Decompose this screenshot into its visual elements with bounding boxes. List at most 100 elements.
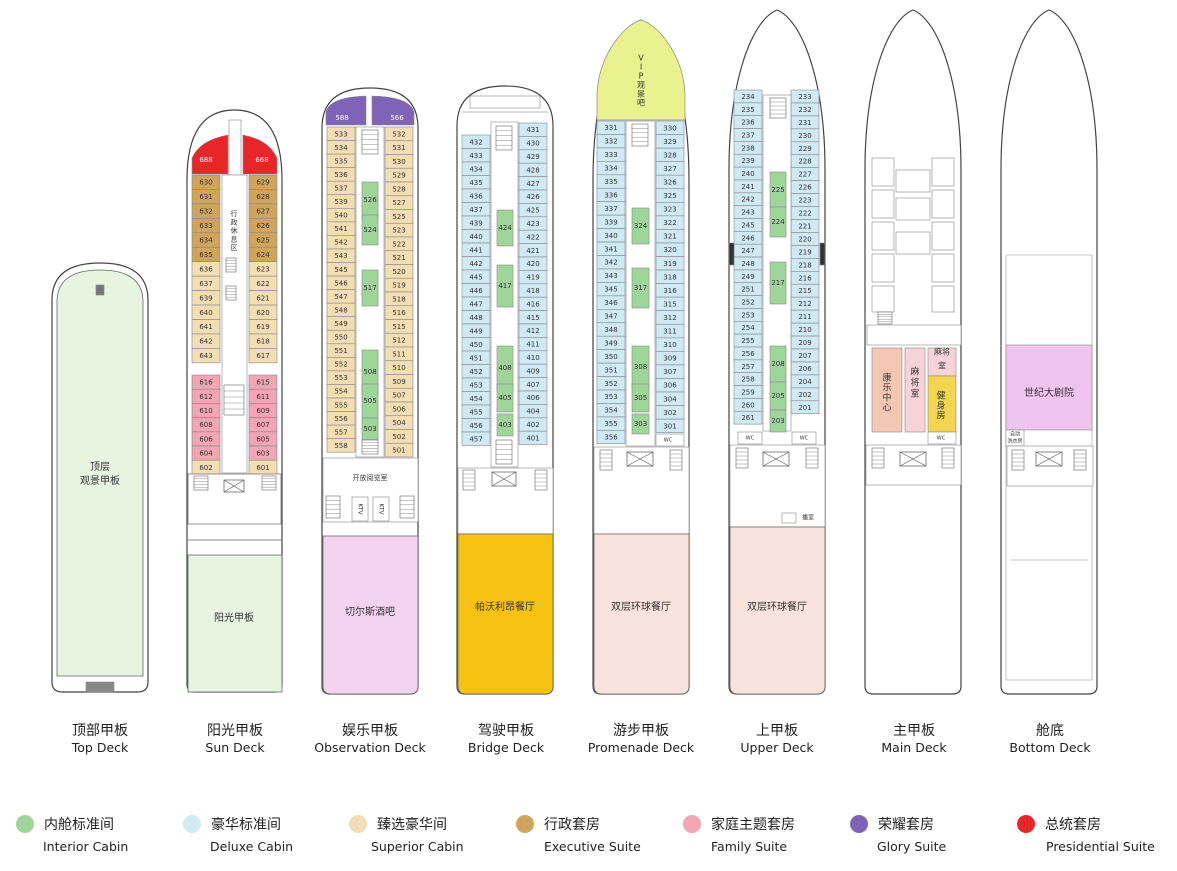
cabin-number-528: 528 <box>392 185 405 193</box>
cabin-number-337: 337 <box>604 205 617 213</box>
cabin-number-632: 632 <box>199 208 212 216</box>
cabin-number-403: 403 <box>498 421 511 429</box>
cabin-number-602: 602 <box>199 464 212 472</box>
cabin-number-525: 525 <box>392 213 405 221</box>
cabin-number-336: 336 <box>604 191 618 199</box>
cabin-number-551: 551 <box>334 347 347 355</box>
stairs <box>534 469 548 491</box>
wc <box>791 431 817 445</box>
cabin-number-603: 603 <box>256 450 269 458</box>
open-deck-top <box>56 269 144 677</box>
service-room <box>931 221 955 251</box>
cabin-number-328: 328 <box>663 151 676 159</box>
cabin-number-607: 607 <box>256 421 269 429</box>
elevator-cross <box>1035 451 1063 467</box>
service-room <box>895 197 931 221</box>
cabin-number-588: 588 <box>335 114 348 122</box>
cabin-number-626: 626 <box>256 222 270 230</box>
cabin-number-350: 350 <box>604 353 617 361</box>
wc <box>655 433 685 447</box>
legend-dot <box>516 815 534 833</box>
area-label-theatre: 世纪大剧院 <box>1024 386 1074 399</box>
cabin-number-617: 617 <box>256 352 269 360</box>
cabin-number-256: 256 <box>741 350 755 358</box>
service-room <box>871 285 895 313</box>
deck-name-en: Sun Deck <box>205 740 265 755</box>
stairs-frame <box>361 439 379 455</box>
legend-dot <box>850 815 868 833</box>
cabin-number-524: 524 <box>363 226 377 234</box>
service-room <box>931 253 955 283</box>
area-label-fitness: 健身房 <box>936 390 945 422</box>
cabin-number-202: 202 <box>798 391 811 399</box>
stairs <box>495 125 513 151</box>
cabin-403 <box>496 413 514 437</box>
elevator <box>899 451 927 467</box>
stairs <box>669 449 683 471</box>
room-label-laundry-2: 洗衣房 <box>1007 438 1022 445</box>
cabin-number-229: 229 <box>798 145 811 153</box>
stairs-frame <box>735 447 749 469</box>
cabin-number-529: 529 <box>392 172 405 180</box>
cabin-number-207: 207 <box>798 352 811 360</box>
label-char: 吧 <box>637 99 645 108</box>
corridor-sun <box>221 174 248 474</box>
stairs-frame <box>534 469 548 491</box>
cabin-number-631: 631 <box>199 193 212 201</box>
cabin-number-432: 432 <box>469 138 482 146</box>
cabin-number-628: 628 <box>256 193 269 201</box>
cabin-number-331: 331 <box>604 124 617 132</box>
cabin-number-355: 355 <box>604 420 617 428</box>
legend-dot <box>349 815 367 833</box>
stairs <box>462 469 476 491</box>
cabin-number-335: 335 <box>604 178 617 186</box>
cabin-number-236: 236 <box>741 119 755 127</box>
cabin-number-450: 450 <box>469 341 482 349</box>
area-label-mahjong-1: 麻将室 <box>910 366 919 400</box>
cabin-number-610: 610 <box>199 407 212 415</box>
cabin-number-504: 504 <box>392 419 406 427</box>
service-room <box>871 253 895 283</box>
wc <box>927 431 957 445</box>
cabin-number-312: 312 <box>663 314 676 322</box>
cabin-number-532: 532 <box>392 130 405 138</box>
cabin-number-211: 211 <box>798 313 811 321</box>
stairs <box>325 495 341 519</box>
cabin-number-608: 608 <box>199 421 212 429</box>
stairs <box>361 129 379 155</box>
cabin-number-520: 520 <box>392 268 405 276</box>
cabin-number-511: 511 <box>392 350 405 358</box>
legend-label-en: Family Suite <box>711 839 788 854</box>
label-char: 息 <box>231 235 238 244</box>
deck-label-top: 顶部甲板 Top Deck <box>25 722 175 756</box>
cabin-number-231: 231 <box>798 119 811 127</box>
cabin-number-550: 550 <box>334 334 347 342</box>
cabin-number-558: 558 <box>334 442 347 450</box>
cabin-number-456: 456 <box>469 422 483 430</box>
label-char: 景 <box>637 90 645 99</box>
service-room <box>931 157 955 187</box>
cabin-number-508: 508 <box>363 368 376 376</box>
cabin-number-625: 625 <box>256 237 269 245</box>
cabin-number-409: 409 <box>526 367 539 375</box>
legend-label-cn: 行政套房 <box>544 817 600 833</box>
cabin-number-549: 549 <box>334 320 347 328</box>
elevator <box>491 471 517 487</box>
stairs-frame <box>599 449 613 471</box>
cabin-number-429: 429 <box>526 153 539 161</box>
broadcast-room <box>781 512 797 524</box>
legend-label-cn: 豪华标准间 <box>211 817 281 833</box>
deck-name-cn: 游步甲板 <box>613 723 669 739</box>
cabin-number-629: 629 <box>256 179 269 187</box>
cabin-number-301: 301 <box>663 422 676 430</box>
legend-label-cn: 荣耀套房 <box>878 817 934 833</box>
cabin-number-246: 246 <box>741 234 755 242</box>
legend-label-en: Glory Suite <box>877 839 947 854</box>
stairs <box>223 384 245 416</box>
cabin-number-430: 430 <box>526 140 539 148</box>
ktv-label-1: KTV <box>357 503 364 515</box>
elevator <box>626 451 654 467</box>
legend-label-cn: 内舱标准间 <box>44 817 114 833</box>
cabin-number-206: 206 <box>798 365 812 373</box>
